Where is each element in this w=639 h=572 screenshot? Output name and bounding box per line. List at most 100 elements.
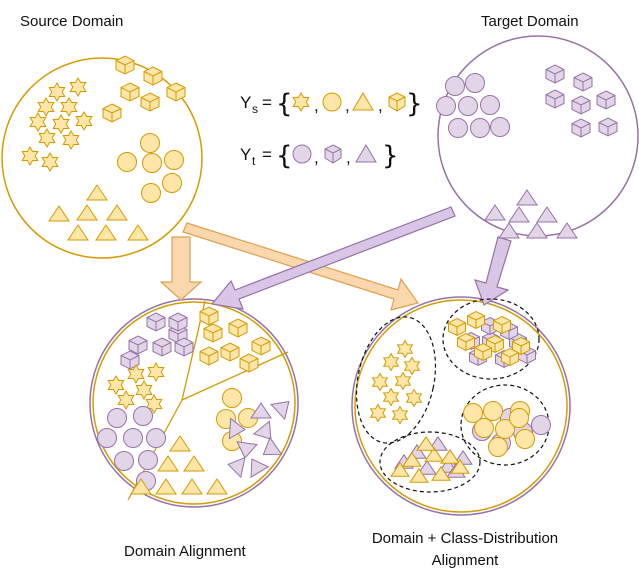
cube-icon xyxy=(220,342,240,362)
star-icon xyxy=(107,375,125,395)
cube-icon xyxy=(571,95,591,115)
circle-icon xyxy=(515,429,535,449)
yt-subscript: t xyxy=(252,154,256,168)
triangle-icon xyxy=(48,205,70,222)
star-icon xyxy=(21,146,39,166)
circle-icon xyxy=(465,73,485,93)
triangle-cluster-ellipse xyxy=(379,431,481,493)
triangle-icon xyxy=(86,184,108,201)
ys-equals: = xyxy=(262,93,272,112)
cube-icon xyxy=(474,342,492,362)
circle-icon xyxy=(480,95,500,115)
circle-icon xyxy=(114,451,134,471)
star-icon xyxy=(38,128,56,148)
cube-icon xyxy=(120,82,140,102)
star-icon xyxy=(405,388,423,408)
cube-icon xyxy=(102,103,122,123)
cube-icon xyxy=(152,337,172,357)
triangle-icon xyxy=(181,478,203,495)
triangle-icon xyxy=(155,478,177,495)
triangle-icon xyxy=(431,465,451,481)
triangle-icon xyxy=(355,144,377,163)
cube-icon xyxy=(199,346,219,366)
ys-letter: Y xyxy=(240,93,251,112)
cube-icon xyxy=(501,347,519,367)
triangle-icon xyxy=(402,451,422,467)
circle-icon xyxy=(133,406,153,426)
triangle-icon xyxy=(262,436,283,456)
circle-icon xyxy=(140,133,160,153)
star-icon xyxy=(135,380,153,400)
cube-icon xyxy=(199,306,219,326)
circle-icon xyxy=(222,388,242,408)
cube-icon xyxy=(467,310,485,330)
circle-icon xyxy=(97,428,117,448)
triangle-icon xyxy=(76,204,98,221)
triangle-icon xyxy=(169,435,191,452)
circle-icon xyxy=(495,419,515,439)
triangle-icon xyxy=(95,224,117,241)
ys-comma-3: , xyxy=(378,96,383,115)
cube-icon xyxy=(128,335,148,355)
triangle-icon xyxy=(250,402,272,419)
circle-icon xyxy=(436,96,456,116)
cube-icon xyxy=(545,64,565,84)
triangle-icon xyxy=(424,446,444,462)
circle-icon xyxy=(463,403,483,423)
triangle-icon xyxy=(440,448,460,464)
yt-equation: Y t = { , , } xyxy=(240,141,399,171)
star-icon xyxy=(391,405,409,425)
triangle-icon xyxy=(206,478,228,495)
yt-comma-2: , xyxy=(346,148,351,167)
star-icon xyxy=(41,152,59,172)
yt-open-brace: { xyxy=(276,141,293,171)
circle-icon xyxy=(458,96,478,116)
star-icon xyxy=(382,387,400,407)
star-icon xyxy=(127,364,145,384)
cube-icon xyxy=(573,72,593,92)
ys-open-brace: { xyxy=(276,89,293,119)
cube-icon xyxy=(512,336,530,356)
cube-icon xyxy=(203,323,223,343)
cube-icon xyxy=(388,92,406,112)
triangle-icon xyxy=(556,222,578,239)
class-alignment-inner-circle xyxy=(354,299,568,513)
triangle-icon xyxy=(352,92,374,111)
triangle-icon xyxy=(106,204,128,221)
source-down-arrow xyxy=(159,236,203,301)
circle-icon xyxy=(162,173,182,193)
circle-icon xyxy=(322,92,342,112)
triangle-icon xyxy=(516,189,538,206)
circle-icon xyxy=(509,408,529,428)
cube-icon xyxy=(324,144,342,164)
star-icon xyxy=(403,356,421,376)
triangle-icon xyxy=(428,435,448,451)
arrows xyxy=(159,206,512,311)
star-cluster-ellipse xyxy=(355,316,437,444)
triangle-icon xyxy=(183,455,205,472)
circle-icon xyxy=(445,76,465,96)
star-icon xyxy=(52,114,70,134)
class-distribution-alignment-label-line1: Domain + Class-Distribution xyxy=(372,530,558,547)
star-icon xyxy=(60,97,78,117)
ys-comma-1: , xyxy=(314,96,319,115)
ys-close-brace: } xyxy=(406,89,423,119)
cube-icon xyxy=(166,82,186,102)
target-down-arrow xyxy=(474,236,512,306)
triangle-icon xyxy=(484,204,506,221)
triangle-icon xyxy=(236,441,258,459)
domain-alignment-label: Domain Alignment xyxy=(124,543,247,560)
star-icon xyxy=(145,394,163,414)
star-icon xyxy=(75,111,93,131)
yt-equals: = xyxy=(262,145,272,164)
cluster-ellipses xyxy=(355,298,550,493)
star-icon xyxy=(48,82,66,102)
cube-icon xyxy=(457,332,475,352)
circle-icon xyxy=(488,437,508,457)
source-domain-label: Source Domain xyxy=(20,13,123,30)
star-icon xyxy=(62,130,80,150)
cube-icon xyxy=(598,117,618,137)
cube-icon xyxy=(596,90,616,110)
triangle-icon xyxy=(508,206,530,223)
